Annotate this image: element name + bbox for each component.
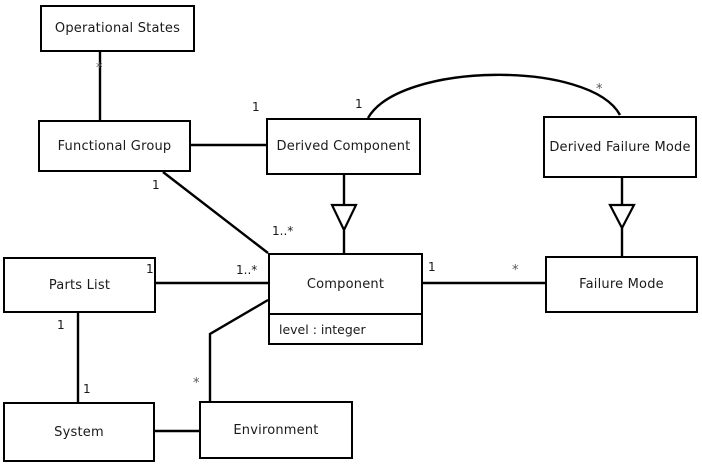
- class-box-parts-list[interactable]: Parts List: [3, 257, 156, 313]
- edge-functional-group--component: [162, 171, 269, 254]
- multiplicity-derived-fm-curve: *: [596, 82, 603, 97]
- class-box-failure-mode[interactable]: Failure Mode: [545, 256, 698, 313]
- class-attribute: level : integer: [279, 321, 366, 337]
- edge-component--environment: [208, 298, 269, 401]
- class-name-operational-states: Operational States: [54, 21, 181, 36]
- class-name-parts-list: Parts List: [48, 277, 111, 293]
- class-name-system: System: [54, 424, 104, 440]
- multiplicity-component-from-fg: 1..*: [272, 224, 294, 238]
- multiplicity-failure-mode-left: *: [512, 263, 519, 278]
- class-name-component: Component: [306, 276, 385, 292]
- class-box-environment[interactable]: Environment: [199, 401, 353, 459]
- multiplicity-derived-comp-curve: 1: [355, 97, 363, 111]
- multiplicity-fg-to-derived-comp: 1: [252, 100, 260, 114]
- multiplicity-environment-top: *: [193, 376, 200, 391]
- multiplicity-component-to-fm: 1: [428, 260, 436, 274]
- multiplicity-op-states-to-fg: *: [96, 61, 103, 76]
- class-name-environment: Environment: [233, 422, 319, 438]
- class-name-functional-group: Functional Group: [57, 138, 172, 154]
- class-box-functional-group[interactable]: Functional Group: [38, 120, 191, 172]
- edge-derived-component--derived-failure-mode: [366, 73, 622, 119]
- class-box-derived-failure-mode[interactable]: Derived Failure Mode: [543, 116, 697, 178]
- class-box-component[interactable]: Component level : integer: [268, 253, 423, 345]
- derived-component-triangle: [330, 203, 358, 233]
- multiplicity-parts-list-right: 1: [146, 262, 154, 276]
- class-name-failure-mode: Failure Mode: [579, 277, 664, 292]
- class-name-derived-component: Derived Component: [276, 139, 411, 154]
- class-name-derived-failure-mode: Derived Failure Mode: [549, 139, 691, 155]
- multiplicity-fg-to-component: 1: [152, 178, 160, 192]
- class-box-derived-component[interactable]: Derived Component: [266, 118, 421, 175]
- class-attributes-component: level : integer: [270, 313, 421, 343]
- class-box-system[interactable]: System: [3, 402, 155, 462]
- multiplicity-parts-list-bottom: 1: [57, 318, 65, 332]
- derived-failure-mode-triangle: [608, 203, 636, 231]
- multiplicity-system-top: 1: [83, 382, 91, 396]
- class-box-operational-states[interactable]: Operational States: [40, 5, 195, 52]
- multiplicity-parts-list-to-comp: 1..*: [236, 263, 258, 277]
